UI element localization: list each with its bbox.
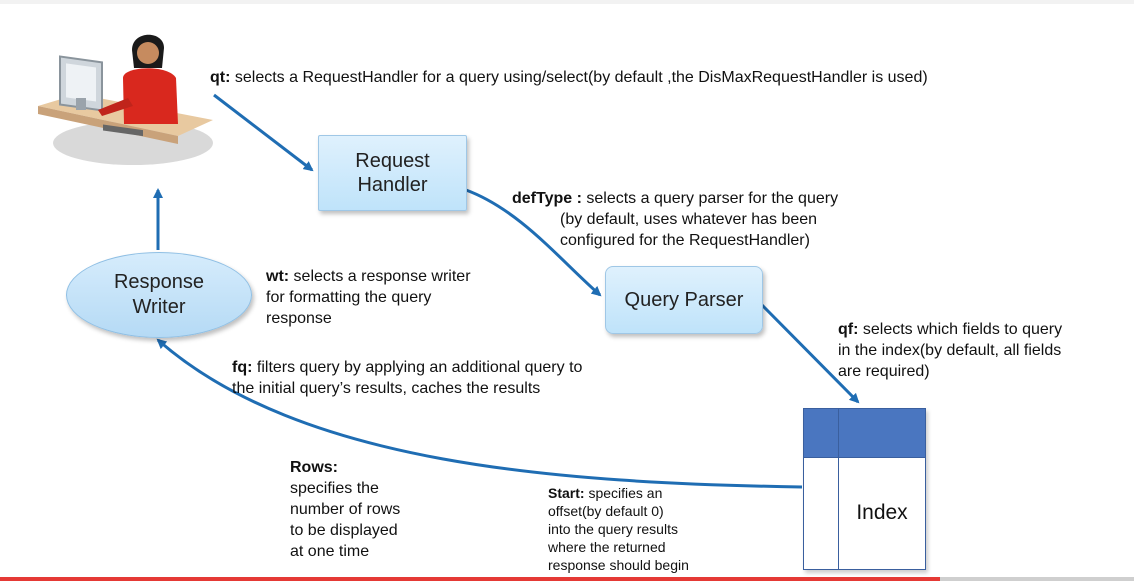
- qt-note: qt: selects a RequestHandler for a query…: [210, 67, 928, 88]
- user-at-computer-icon: [28, 28, 218, 168]
- index-column-divider: [838, 409, 839, 569]
- fq-key: fq:: [232, 359, 253, 376]
- video-progress-played: [0, 577, 940, 581]
- response-writer-ellipse: Response Writer: [66, 252, 252, 338]
- video-progress-remaining: [940, 577, 1134, 581]
- arrow-parser-to-index: [760, 303, 860, 404]
- qt-key: qt:: [210, 69, 231, 86]
- index-table: Index: [803, 408, 926, 570]
- start-line5: response should begin: [548, 557, 689, 573]
- deftype-line1: selects a query parser for the query: [581, 190, 839, 207]
- wt-note: wt: selects a response writer for format…: [266, 266, 471, 329]
- start-line4: where the returned: [548, 539, 666, 555]
- wt-line3: response: [266, 310, 332, 327]
- qt-text: selects a RequestHandler for a query usi…: [230, 69, 928, 86]
- index-header: [804, 409, 925, 458]
- query-parser-box: Query Parser: [605, 266, 763, 334]
- start-line2: offset(by default 0): [548, 503, 664, 519]
- fq-note: fq: filters query by applying an additio…: [232, 357, 582, 399]
- fq-line1: filters query by applying an additional …: [252, 359, 583, 376]
- fq-line2: the initial query’s results, caches the …: [232, 380, 541, 397]
- wt-line2: for formatting the query: [266, 289, 432, 306]
- rows-key: Rows:: [290, 459, 338, 476]
- arrow-handler-to-parser: [465, 188, 602, 297]
- index-label: Index: [856, 501, 908, 524]
- start-line1: specifies an: [584, 485, 663, 501]
- arrow-user-to-handler: [213, 93, 314, 172]
- arrow-index-to-writer: [156, 338, 803, 489]
- rows-note: Rows: specifies the number of rows to be…: [290, 457, 400, 562]
- top-border: [0, 0, 1134, 4]
- deftype-line3: configured for the RequestHandler): [560, 232, 810, 249]
- rows-line3: to be displayed: [290, 522, 398, 539]
- deftype-note: defType : selects a query parser for the…: [512, 188, 838, 251]
- start-key: Start:: [548, 485, 585, 501]
- rows-line1: specifies the: [290, 480, 379, 497]
- start-note: Start: specifies an offset(by default 0)…: [548, 484, 689, 574]
- wt-line1: selects a response writer: [289, 268, 471, 285]
- deftype-key: defType :: [512, 190, 582, 207]
- qf-note: qf: selects which fields to query in the…: [838, 319, 1062, 382]
- qf-key: qf:: [838, 321, 859, 338]
- wt-key: wt:: [266, 268, 290, 285]
- request-handler-box: Request Handler: [318, 135, 467, 211]
- qf-line1: selects which fields to query: [858, 321, 1063, 338]
- rows-line2: number of rows: [290, 501, 401, 518]
- rows-line4: at one time: [290, 543, 370, 560]
- deftype-line2: (by default, uses whatever has been: [560, 211, 818, 228]
- start-line3: into the query results: [548, 521, 678, 537]
- qf-line2: in the index(by default, all fields: [838, 342, 1062, 359]
- qf-line3: are required): [838, 363, 930, 380]
